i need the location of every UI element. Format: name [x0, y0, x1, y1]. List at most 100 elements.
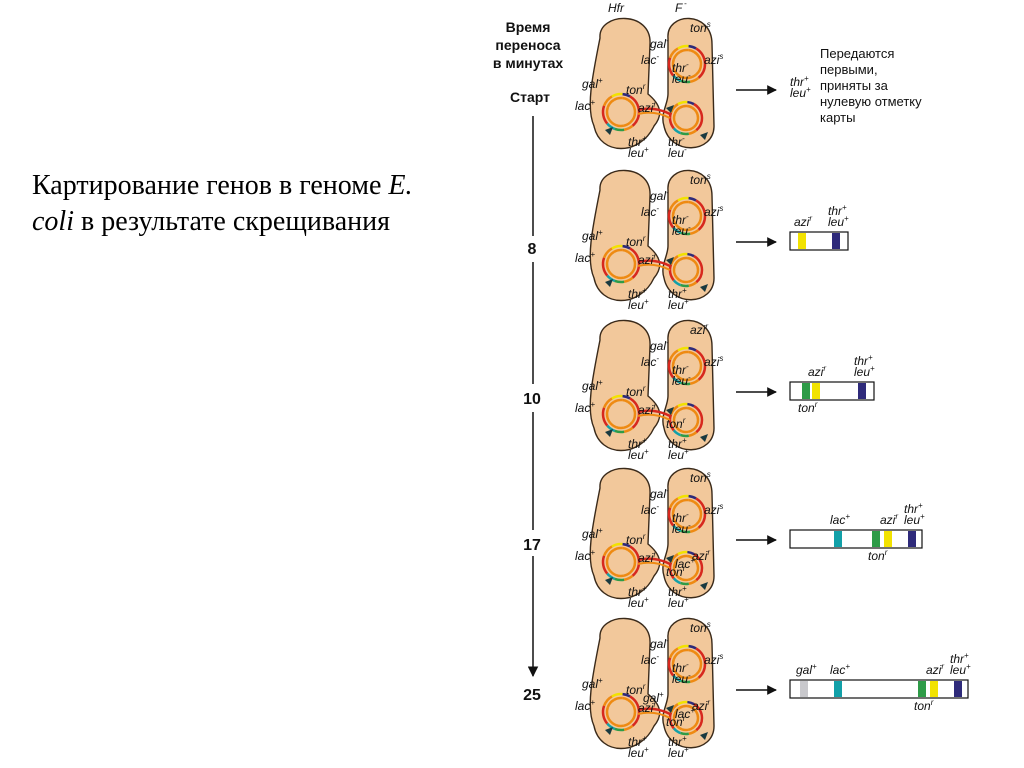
gene-label-thrleu: thr+leu+ [668, 436, 689, 462]
transferred-thr-leu: thr+leu+ [790, 74, 811, 100]
svg-text:azis: azis [704, 502, 723, 517]
marker-yellow [812, 383, 820, 399]
rotation-arrow-icon [666, 705, 674, 713]
svg-text:gal+: gal+ [582, 526, 603, 541]
gene-label-tonr: tonr [666, 416, 686, 431]
svg-text:tonr: tonr [626, 82, 646, 97]
gene-label-gal: gal+ [582, 76, 603, 91]
svg-text:-: - [684, 0, 687, 8]
svg-text:lac+: lac+ [575, 698, 595, 713]
stage-1: gal+lac+tonrazirthr+leu+gal-lac-tonsazis… [575, 169, 849, 312]
gene-label-azir: azir [692, 548, 710, 563]
title-species-name: coli [32, 206, 74, 237]
gene-label-lac: lac- [641, 354, 659, 369]
rotation-arrow-icon [700, 132, 708, 140]
svg-text:lac+: lac+ [575, 98, 595, 113]
gene-label-tonr: tonr [626, 682, 646, 697]
gene-label-tonr: tonr [626, 532, 646, 547]
stage-0: gal+lac+tonrazirthr+leu+gal-lac-tonsazis… [575, 17, 811, 160]
time-header-1: Время [506, 19, 551, 35]
gene-label-lac: lac+ [575, 250, 595, 265]
svg-text:приняты за: приняты за [820, 78, 889, 93]
svg-text:leu+: leu+ [790, 85, 811, 100]
gene-label-lac: lac+ [675, 556, 695, 571]
svg-text:lac+: lac+ [830, 662, 850, 677]
svg-text:gal+: gal+ [582, 76, 603, 91]
svg-text:thr-: thr- [672, 60, 689, 75]
svg-text:leu+: leu+ [668, 297, 689, 312]
gene-label-gal: gal- [650, 36, 669, 51]
rotation-arrow-icon [666, 257, 674, 265]
svg-text:lac+: lac+ [675, 556, 695, 571]
fragment-label-azir: azir [926, 662, 944, 677]
gene-label-azir: azir [638, 700, 656, 715]
gene-label-lac: lac+ [575, 698, 595, 713]
fragment-label-thrleu: thr+leu+ [828, 203, 849, 229]
svg-text:thr-: thr- [672, 362, 689, 377]
svg-text:lac-: lac- [641, 652, 659, 667]
marker-teal [834, 681, 842, 697]
transferred-fragment-bar [789, 529, 923, 549]
slide-title: Картирование генов в геноме E. coli в ре… [32, 168, 472, 240]
gene-label-tons: tons [690, 172, 711, 187]
stage-2: gal+lac+tonrazirthr+leu+gal-lac-azirazis… [575, 319, 875, 462]
svg-text:thr-: thr- [672, 510, 689, 525]
gene-label-azis: azis [704, 354, 723, 369]
svg-text:azis: azis [704, 354, 723, 369]
svg-text:thr-: thr- [672, 212, 689, 227]
svg-text:azis: azis [704, 52, 723, 67]
gene-label-thrleu: thr+leu+ [628, 734, 649, 760]
svg-text:tonr: tonr [626, 384, 646, 399]
fragment-label-gal: gal+ [796, 662, 817, 677]
svg-text:azis: azis [704, 652, 723, 667]
marker-navy [908, 531, 916, 547]
rotation-arrow-icon [605, 279, 613, 287]
fragment-label-thrleu: thr+leu+ [950, 651, 971, 677]
svg-text:azir: azir [638, 700, 656, 715]
gene-label-azis: azis [704, 502, 723, 517]
svg-text:leu-: leu- [672, 373, 691, 388]
gene-label-azis: azis [704, 52, 723, 67]
svg-text:leu-: leu- [672, 521, 691, 536]
svg-text:tons: tons [690, 470, 711, 485]
gene-label-azir: azir [690, 322, 708, 337]
gene-label-thrleu: thr-leu- [672, 362, 691, 388]
svg-text:gal-: gal- [650, 36, 669, 51]
rotation-arrow-icon [700, 582, 708, 590]
gene-label-gal: gal- [650, 486, 669, 501]
svg-text:azir: azir [638, 252, 656, 267]
svg-text:azis: azis [704, 204, 723, 219]
svg-text:azir: azir [692, 698, 710, 713]
svg-text:карты: карты [820, 110, 855, 125]
hfr-header: Hfr [608, 1, 625, 15]
gene-label-tonr: tonr [626, 234, 646, 249]
svg-text:azir: azir [690, 322, 708, 337]
svg-text:azir: azir [808, 364, 826, 379]
rotation-arrow-icon [605, 429, 613, 437]
marker-teal [834, 531, 842, 547]
marker-green [872, 531, 880, 547]
svg-text:leu+: leu+ [668, 595, 689, 610]
start-label: Старт [510, 89, 550, 105]
svg-text:tonr: tonr [914, 698, 934, 713]
time-tick-8: 8 [528, 241, 537, 258]
gene-label-lac: lac- [641, 502, 659, 517]
marker-navy [858, 383, 866, 399]
svg-text:tonr: tonr [666, 564, 686, 579]
time-header-3: в минутах [493, 55, 564, 71]
svg-text:leu+: leu+ [628, 595, 649, 610]
marker-green [802, 383, 810, 399]
gene-label-tonr: tonr [626, 384, 646, 399]
gene-label-tons: tons [690, 20, 711, 35]
marker-yellow [884, 531, 892, 547]
marker-gray [800, 681, 808, 697]
gene-label-thrleu: thr+leu+ [668, 734, 689, 760]
fragment-label-azir: azir [808, 364, 826, 379]
gene-label-thrleu: thr+leu+ [628, 134, 649, 160]
rotation-arrow-icon [605, 727, 613, 735]
svg-text:tonr: tonr [868, 548, 888, 563]
gene-label-thrleu: thr+leu+ [668, 584, 689, 610]
svg-text:tons: tons [690, 620, 711, 635]
svg-text:thr-: thr- [672, 660, 689, 675]
svg-text:tonr: tonr [626, 234, 646, 249]
